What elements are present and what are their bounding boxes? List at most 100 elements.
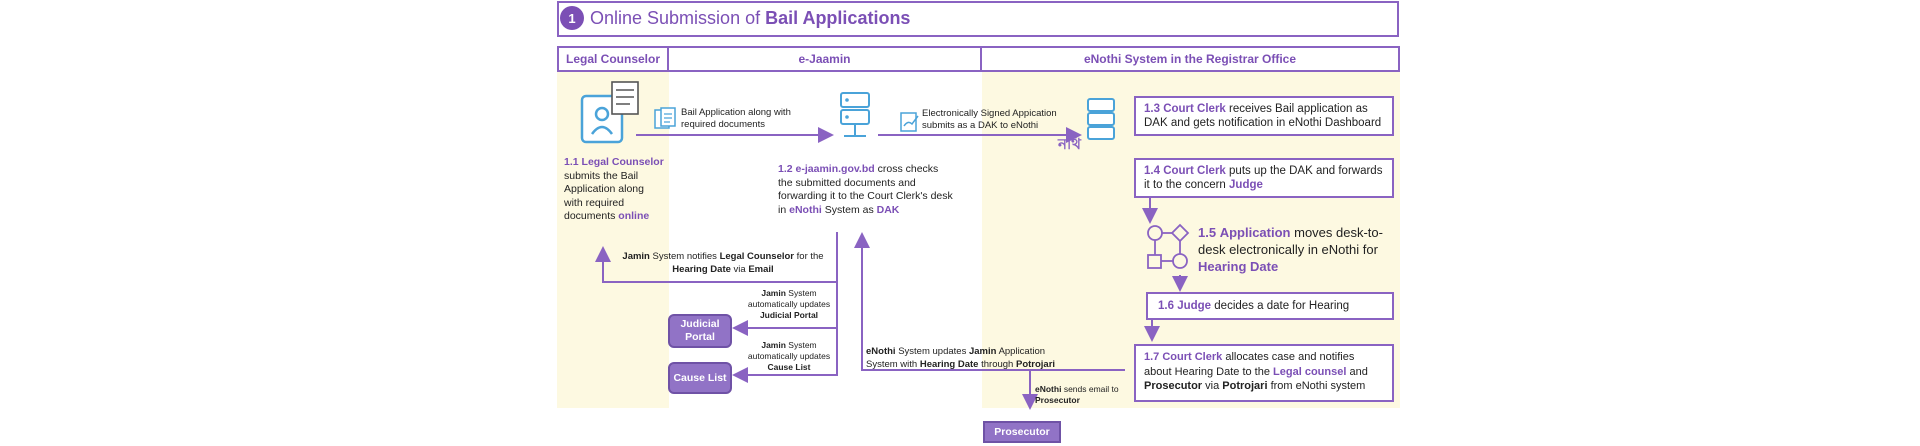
step-1-3-text: receives Bail application as DAK and get… [1144,103,1382,129]
note-notify-e: Hearing Date [672,263,731,275]
note-cause-c: Cause List [767,362,811,372]
step-1-4-box: 1.4 Court Clerk puts up the DAK and forw… [1134,158,1394,198]
step-1-7-actor: Court Clerk [1162,351,1223,363]
note-email-prosecutor: eNothi sends email to Prosecutor [1035,384,1130,406]
note-update-a: eNothi [866,346,896,357]
step-1-4-emphasis: Judge [1229,179,1263,191]
documents-icon [654,107,676,129]
lane-header-legal: Legal Counselor [557,46,669,72]
step-1-7-text: allocates case and notifies about Hearin… [1144,351,1355,378]
step-1-7-legal: Legal counsel [1273,365,1347,378]
step-1-7-text-2: and [1349,365,1368,378]
note-notify-a: Jamin [622,251,650,262]
server-icon [840,92,870,137]
note-email-b: sends email to [1063,384,1119,394]
step-1-4-text: puts up the DAK and forwards it to the c… [1144,165,1383,191]
step-1-3-box: 1.3 Court Clerk receives Bail applicatio… [1134,96,1394,136]
signed-application-text: Electronically Signed Appication submits… [922,108,1057,131]
step-1-5: 1.5 Application moves desk-to-desk elect… [1198,224,1388,275]
step-1-1-emphasis: online [618,210,650,222]
note-update-b: System updates [898,346,967,357]
signed-document-icon [900,112,919,132]
note-portal-a: Jamin [761,288,786,298]
signed-application-label: Electronically Signed Appication submits… [922,108,1067,132]
arrow-notify-legal [595,232,838,283]
step-1-2-text: cross checks the submitted documents and… [778,163,953,216]
step-1-1-text: submits the Bail Application along with … [564,169,644,223]
lane-header-ejaamin: e-Jaamin [667,46,982,72]
lane-header-enothi: eNothi System in the Registrar Office [980,46,1400,72]
title-bar [557,1,1399,37]
title-highlight: Bail Applications [765,8,911,28]
enothi-logo: নথি [1058,133,1081,158]
note-email-a: eNothi [1035,384,1062,394]
prosecutor-label: Prosecutor [994,425,1050,438]
lane-label-enothi: eNothi System in the Registrar Office [1083,52,1297,66]
step-1-2: 1.2 e-jaamin.gov.bd cross checks the sub… [778,163,954,217]
note-notify-g: Email [748,263,774,275]
judicial-portal-pill: Judicial Portal [668,314,732,348]
step-1-7-number: 1.7 [1144,351,1160,363]
lane-label-ejaamin: e-Jaamin [798,52,851,66]
title-prefix: Online Submission of [590,8,766,28]
step-1-2-text-2: System as [824,203,874,216]
arrow-to-cause [732,328,838,383]
note-notify-f: via [733,263,746,275]
step-1-7-box: 1.7 Court Clerk allocates case and notif… [1134,344,1394,402]
legal-counselor-icon [580,81,639,144]
step-1-1-number: 1.1 [564,156,579,168]
step-1-5-emphasis: Hearing Date [1198,259,1279,274]
step-1-7-potrojari: Potrojari [1222,380,1268,392]
step-1-3-number: 1.3 [1144,103,1160,115]
cause-list-label: Cause List [673,371,727,384]
step-1-2-site: e-jaamin.gov.bd [795,163,875,175]
page-title: Online Submission of Bail Applications [590,7,910,29]
arrow-to-ejaamin-update [854,232,1125,371]
note-notify-d: for the [796,251,824,262]
step-1-5-text: moves desk-to-desk electronically in eNo… [1198,225,1383,257]
cause-list-pill: Cause List [668,362,732,394]
note-update-d: Application System with [866,346,1046,370]
step-number: 1 [568,10,576,26]
note-portal: Jamin System automatically updates Judic… [744,288,834,321]
note-update-e: Hearing Date [919,358,979,370]
step-1-2-system: eNothi [789,203,822,216]
enothi-server-icon [1087,98,1115,140]
note-cause: Jamin System automatically updates Cause… [744,340,834,373]
note-portal-b: System automatically updates [747,288,831,309]
step-1-5-actor: Application [1219,225,1291,240]
note-update-c: Jamin [968,346,997,357]
step-1-6-box: 1.6 Judge decides a date for Hearing [1146,292,1394,320]
step-1-6-actor: Judge [1177,300,1212,312]
step-1-2-dak: DAK [876,203,900,216]
step-1-4-actor: Court Clerk [1163,165,1226,177]
note-notify-b: System notifies [652,251,717,262]
bail-application-label: Bail Application along with required doc… [681,107,811,131]
step-1-7-prosecutor: Prosecutor [1144,380,1203,392]
note-update-f: through [981,358,1014,370]
step-1-6-text: decides a date for Hearing [1214,300,1350,312]
step-number-badge: 1 [560,6,584,30]
step-1-2-number: 1.2 [778,163,793,175]
step-1-5-number: 1.5 [1198,225,1217,240]
note-cause-b: System automatically updates [747,340,831,361]
note-notify-c: Legal Counselor [719,251,795,262]
judicial-portal-label: Judicial Portal [680,318,720,343]
step-1-3-actor: Court Clerk [1163,103,1226,115]
note-email-c: Prosecutor [1035,395,1080,405]
step-1-7-text-4: from eNothi system [1270,380,1366,392]
bail-application-text: Bail Application along with required doc… [681,107,791,130]
note-portal-c: Judicial Portal [759,310,819,320]
step-1-6-number: 1.6 [1158,300,1174,312]
note-enothi-update: eNothi System updates Jamin Application … [866,346,1071,371]
step-1-7-text-3: via [1205,380,1220,392]
note-update-g: Potrojari [1015,358,1056,370]
lane-label-legal: Legal Counselor [565,52,660,66]
note-cause-a: Jamin [761,340,786,350]
workflow-icon [1147,223,1190,269]
prosecutor-pill: Prosecutor [983,421,1061,443]
step-1-4-number: 1.4 [1144,165,1160,177]
step-1-1-actor: Legal Counselor [581,156,664,168]
step-1-1: 1.1 Legal Counselor submits the Bail App… [564,156,664,224]
